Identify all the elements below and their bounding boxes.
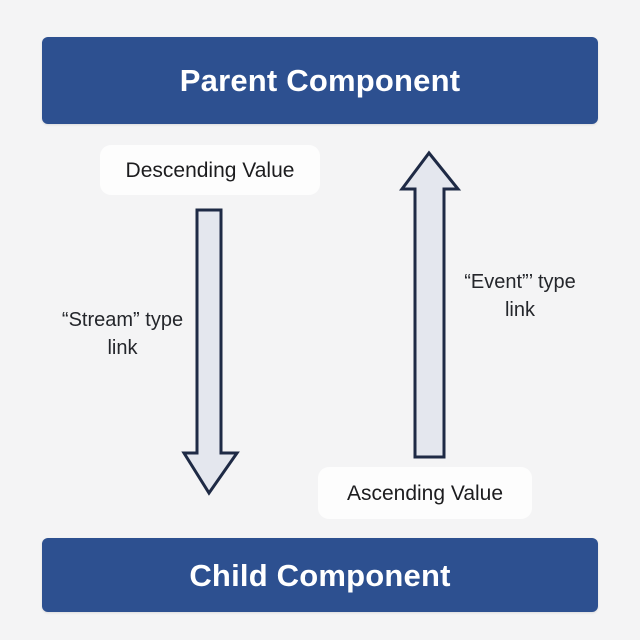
ascending-value-arrow-up-icon bbox=[399, 150, 462, 459]
descending-value-arrow-down-icon bbox=[181, 208, 240, 496]
child-component-label: Child Component bbox=[189, 557, 451, 593]
ascending-value-text: Ascending Value bbox=[346, 481, 504, 505]
parent-component-label: Parent Component bbox=[179, 63, 461, 98]
up-arrow-shape bbox=[399, 150, 462, 459]
descending-value-pill: Descending Value bbox=[100, 145, 320, 195]
down-arrow-shape bbox=[181, 208, 240, 496]
child-component-box: Child Component bbox=[42, 538, 598, 612]
ascending-value-pill: Ascending Value bbox=[318, 467, 532, 519]
stream-type-link-label: “Stream” type link bbox=[61, 309, 184, 360]
parent-component-box: Parent Component bbox=[42, 37, 598, 124]
event-type-link-label: “Event”’ type link bbox=[464, 271, 576, 322]
descending-value-text: Descending Value bbox=[125, 158, 295, 182]
